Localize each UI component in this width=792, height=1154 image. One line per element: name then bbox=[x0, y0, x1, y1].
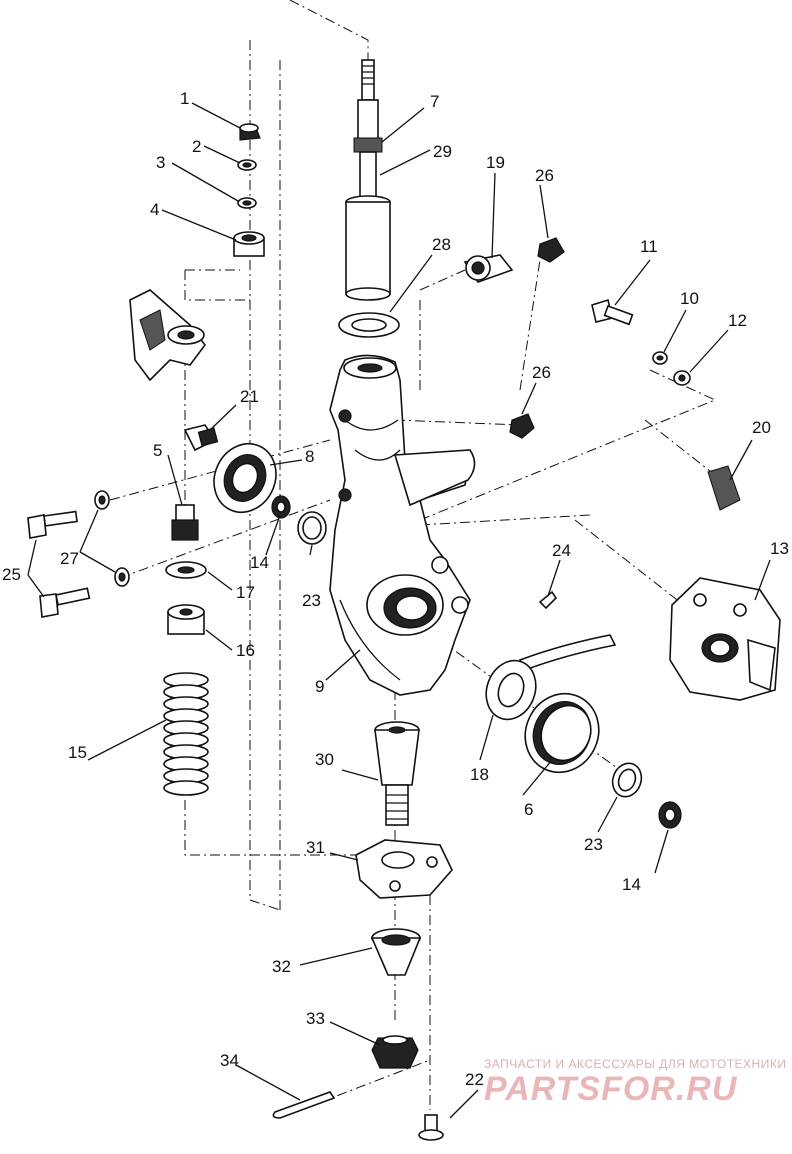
upper-bracket bbox=[129, 289, 206, 382]
callout-27: 27 bbox=[60, 549, 79, 568]
nut-14-left bbox=[271, 495, 291, 519]
washer-27-upper bbox=[94, 490, 110, 510]
clamp-19 bbox=[463, 254, 514, 283]
seal-23-left bbox=[297, 511, 327, 545]
callout-4: 4 bbox=[150, 200, 159, 219]
callout-30: 30 bbox=[315, 750, 334, 769]
callout-22: 22 bbox=[465, 1070, 484, 1089]
callout-25: 25 bbox=[2, 565, 21, 584]
callout-19: 19 bbox=[486, 153, 505, 172]
ball-joint-30 bbox=[374, 721, 420, 826]
cone-32 bbox=[370, 928, 422, 976]
callout-1: 1 bbox=[180, 89, 189, 108]
callout-24: 24 bbox=[552, 541, 571, 560]
callout-21: 21 bbox=[240, 387, 259, 406]
castle-nut-33 bbox=[371, 1035, 419, 1069]
bearing-race-6 bbox=[524, 692, 600, 774]
nut-14-right bbox=[658, 801, 682, 829]
caliper-13 bbox=[669, 577, 781, 701]
callout-33: 33 bbox=[306, 1009, 325, 1028]
callout-32: 32 bbox=[272, 957, 291, 976]
washer-17 bbox=[165, 561, 207, 579]
callout-14-right: 14 bbox=[622, 875, 641, 894]
callout-5: 5 bbox=[153, 441, 162, 460]
bearing-8 bbox=[213, 443, 277, 513]
washer-10 bbox=[652, 351, 668, 365]
callout-18: 18 bbox=[470, 765, 489, 784]
washer-28 bbox=[338, 312, 400, 338]
watermark-tagline: ЗАПЧАСТИ И АКСЕССУАРЫ ДЛЯ МОТОТЕХНИКИ bbox=[484, 1057, 786, 1071]
callout-7: 7 bbox=[430, 92, 439, 111]
pin-21 bbox=[183, 424, 219, 452]
pad-20 bbox=[707, 465, 741, 511]
nut-26-lower bbox=[509, 413, 535, 439]
spring-15 bbox=[163, 672, 209, 796]
washer-2 bbox=[237, 159, 257, 171]
bolt-25-upper bbox=[27, 510, 78, 539]
callout-16: 16 bbox=[236, 641, 255, 660]
cotter-pin-34 bbox=[272, 1091, 336, 1119]
leader-lines bbox=[27, 102, 771, 1119]
washer-18 bbox=[485, 659, 537, 721]
callout-20: 20 bbox=[752, 418, 771, 437]
washer-3 bbox=[237, 197, 257, 209]
callout-2: 2 bbox=[192, 137, 201, 156]
nut-1 bbox=[239, 123, 261, 141]
bushing-16 bbox=[167, 604, 205, 635]
callout-28: 28 bbox=[432, 235, 451, 254]
bolt-25-lower bbox=[39, 587, 91, 618]
callout-8: 8 bbox=[305, 447, 314, 466]
bushing-4 bbox=[233, 231, 265, 257]
callout-23-right: 23 bbox=[584, 835, 603, 854]
callout-23-left: 23 bbox=[302, 591, 321, 610]
callout-6: 6 bbox=[524, 800, 533, 819]
plate-31 bbox=[355, 839, 453, 899]
callout-15: 15 bbox=[68, 743, 87, 762]
seal-23-right bbox=[611, 762, 643, 798]
callout-17: 17 bbox=[236, 583, 255, 602]
callout-26-upper: 26 bbox=[535, 166, 554, 185]
brake-line bbox=[518, 634, 617, 672]
watermark: ЗАПЧАСТИ И АКСЕССУАРЫ ДЛЯ МОТОТЕХНИКИ PA… bbox=[484, 1057, 786, 1108]
spindle-knuckle-9 bbox=[329, 354, 476, 696]
nut-26-upper bbox=[537, 237, 565, 263]
screw-22 bbox=[418, 1114, 444, 1141]
steering-stud-7 bbox=[353, 59, 383, 201]
callout-3: 3 bbox=[156, 153, 165, 172]
callout-10: 10 bbox=[680, 289, 699, 308]
callout-29: 29 bbox=[433, 142, 452, 161]
watermark-brand: PARTSFOR.RU bbox=[484, 1070, 738, 1108]
callout-34: 34 bbox=[220, 1051, 239, 1070]
callout-13: 13 bbox=[770, 539, 789, 558]
callout-9: 9 bbox=[315, 677, 324, 696]
callout-12: 12 bbox=[728, 311, 747, 330]
grease-fitting-5 bbox=[171, 504, 199, 541]
spindle-tube-29 bbox=[345, 195, 391, 301]
callout-26-lower: 26 bbox=[532, 363, 551, 382]
washer-27-lower bbox=[114, 567, 130, 587]
washer-12 bbox=[673, 370, 691, 386]
bolt-11 bbox=[591, 298, 634, 326]
callout-14-left: 14 bbox=[250, 553, 269, 572]
callout-11: 11 bbox=[640, 237, 658, 256]
callout-labels: 1 2 3 4 5 6 7 8 9 10 11 12 13 14 14 15 1… bbox=[2, 89, 789, 1089]
callout-31: 31 bbox=[306, 838, 325, 857]
